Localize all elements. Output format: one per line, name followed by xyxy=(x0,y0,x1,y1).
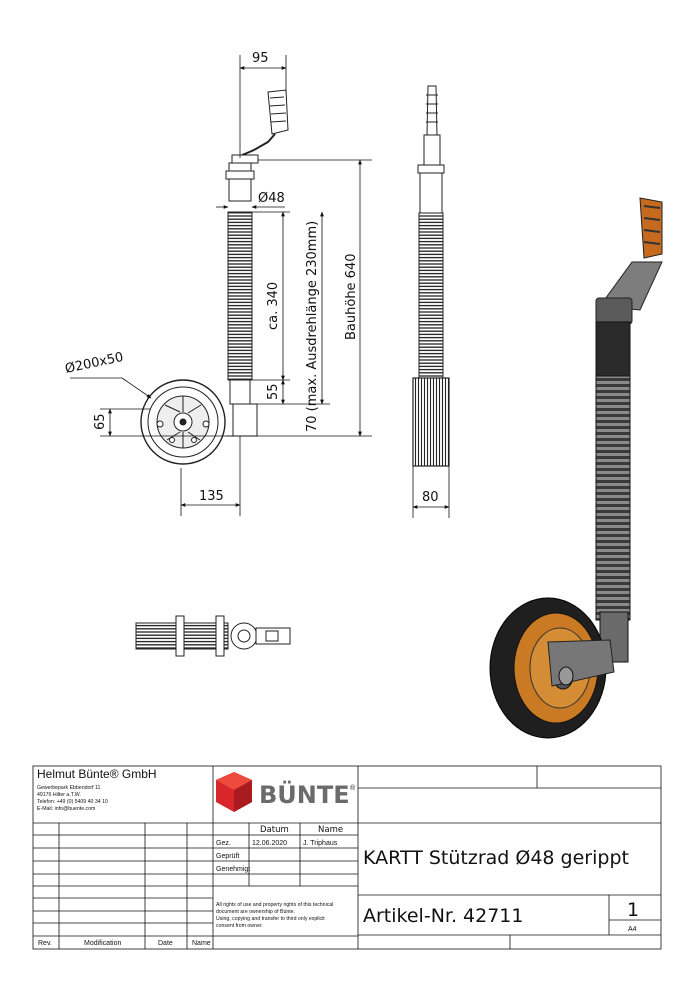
row-checked-label: Geprüft xyxy=(216,853,239,860)
rights-line-4: consent from owner. xyxy=(216,923,263,929)
sheet-format: A4 xyxy=(628,926,637,933)
brand-name: BÜNTE xyxy=(259,779,350,809)
address-line-4: E-Mail: info@buente.com xyxy=(37,806,95,812)
title-block xyxy=(32,765,662,950)
drawn-name: J. Triphaus xyxy=(303,840,338,847)
row-approved-label: Genehmigt xyxy=(216,866,250,873)
drawn-date: 12.06.2020 xyxy=(252,840,287,847)
dim-tube-diameter: Ø48 xyxy=(258,191,285,206)
side-dimensions xyxy=(412,466,450,518)
address-line-3: Telefon: +49 (0) 5409 40 34 10 xyxy=(37,799,108,805)
wheel-front xyxy=(140,379,226,465)
rev-header-modification: Modification xyxy=(84,940,121,947)
wheel-side xyxy=(412,377,450,467)
side-view xyxy=(412,85,450,467)
dim-extension-note: 70 (max. Ausdrehlänge 230mm) xyxy=(305,221,320,432)
rights-line-3: Using, copying and transfer to third onl… xyxy=(216,916,325,922)
article-number: Artikel-Nr. 42711 xyxy=(363,905,524,927)
brand-registered: ® xyxy=(350,784,356,792)
dim-length-approx: ca. 340 xyxy=(266,282,281,330)
dim-side-width: 80 xyxy=(422,490,439,505)
address-line-2: 49176 Hilter a.T.W. xyxy=(37,792,81,798)
iso-ribbed-tube xyxy=(595,375,631,621)
row-drawn-label: Gez. xyxy=(216,840,231,847)
dim-crank-offset: 95 xyxy=(252,51,269,66)
dim-wheel-offset: 135 xyxy=(199,489,224,504)
dim-clamp-55: 55 xyxy=(266,383,281,400)
dim-offset-65: 65 xyxy=(93,413,108,430)
address-line-1: Gewerbepark Ebbendorf 11 xyxy=(37,785,100,791)
sheet-number: 1 xyxy=(627,899,639,921)
col-date-header: Datum xyxy=(260,825,289,835)
ribbed-tube xyxy=(227,211,253,381)
rights-line-2: document are ownership of Bünte. xyxy=(216,909,295,915)
crank-handle xyxy=(231,89,289,164)
rev-header-date: Date xyxy=(158,940,173,947)
iso-view xyxy=(489,197,663,739)
col-name-header: Name xyxy=(318,825,343,835)
dim-wheel-size: Ø200x50 xyxy=(64,350,125,377)
front-dimensions xyxy=(70,55,372,516)
company-name: Helmut Bünte® GmbH xyxy=(37,767,157,781)
dim-overall-height: Bauhöhe 640 xyxy=(344,254,359,341)
product-title: KARTT Stützrad Ø48 gerippt xyxy=(363,847,629,869)
rights-line-1: All rights of use and property rights of… xyxy=(216,902,333,908)
top-view xyxy=(135,615,291,657)
front-view xyxy=(140,89,289,465)
rev-header-name: Name xyxy=(192,940,211,947)
brand-logo: BÜNTE ® xyxy=(216,772,356,812)
rev-header-rev: Rev. xyxy=(38,940,52,947)
